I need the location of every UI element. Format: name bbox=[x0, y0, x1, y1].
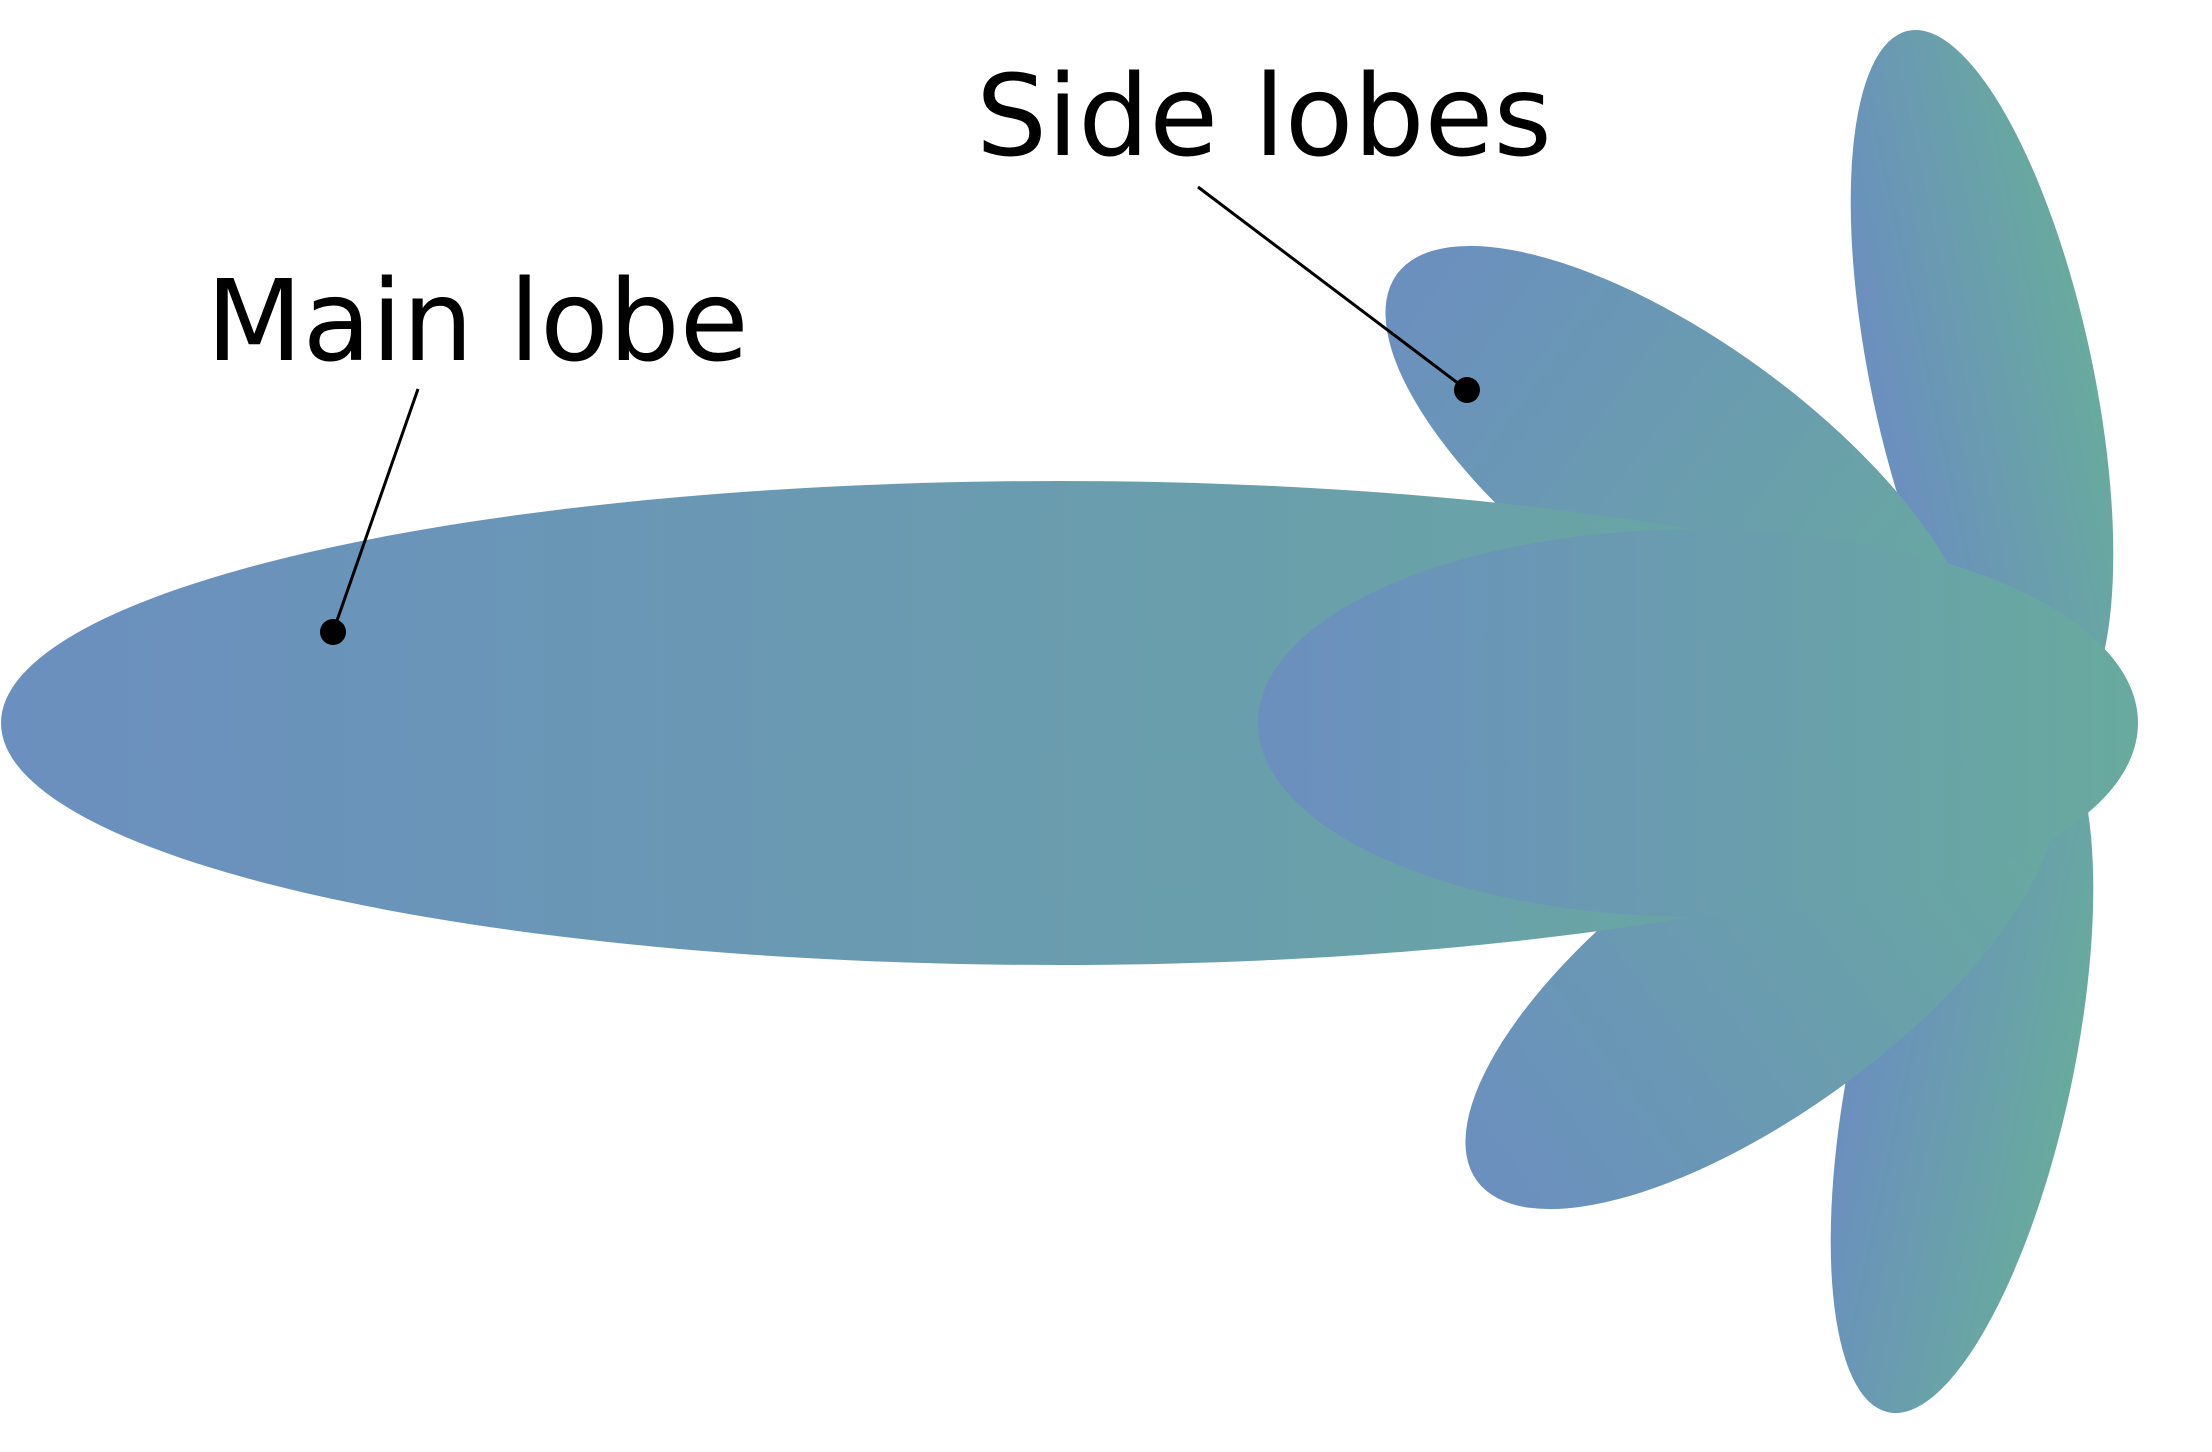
main-lobe-marker-dot bbox=[320, 619, 346, 645]
side-lobes-annotation: Side lobes bbox=[976, 52, 1552, 403]
side-lobes-marker-dot bbox=[1454, 377, 1480, 403]
side-lobes-leader-line bbox=[1197, 185, 1468, 392]
side-lobes-label: Side lobes bbox=[976, 52, 1552, 182]
side-lobe-vertical-upper bbox=[1850, 29, 2114, 727]
lobes-group bbox=[1, 29, 2138, 1414]
main-lobe-label: Main lobe bbox=[206, 257, 749, 387]
main-lobe-leader-line bbox=[331, 388, 420, 633]
main-lobe-annotation: Main lobe bbox=[206, 257, 749, 645]
back-lobe bbox=[1258, 529, 2138, 917]
